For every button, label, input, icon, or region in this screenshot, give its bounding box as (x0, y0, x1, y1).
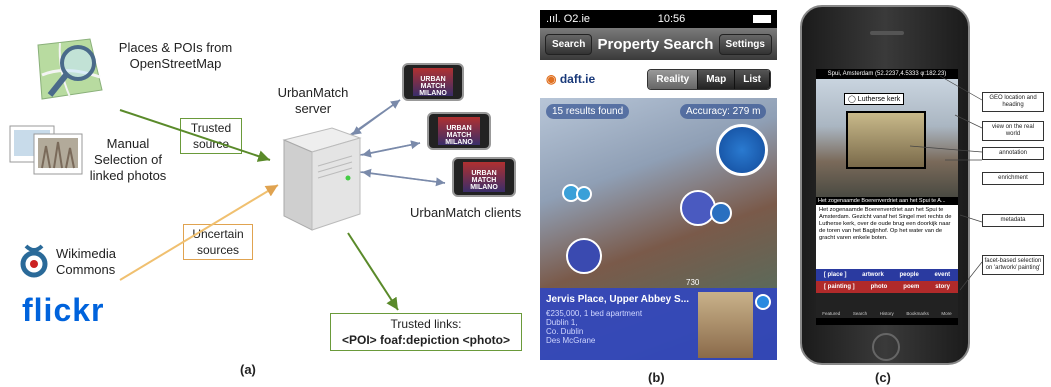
view-segmented-control: Reality Map List (647, 68, 771, 90)
listing-agent: Des McGrane (546, 336, 596, 345)
tab-bar: Featured Search History Bookmarks More (816, 293, 958, 318)
callout-real-world: view on the real world (982, 121, 1044, 141)
clock: 10:56 (657, 13, 686, 25)
tab-history[interactable]: History (879, 311, 894, 316)
results-count-badge: 15 results found (546, 104, 630, 119)
caption-b: (b) (648, 370, 665, 385)
listing-card[interactable]: Jervis Place, Upper Abbey S... €235,000,… (540, 278, 777, 360)
callout-geo-location: GEO location and heading (982, 92, 1044, 112)
callout-annotation: annotation (982, 147, 1044, 160)
speaker-grille (870, 31, 904, 35)
daft-logo-text: daft.ie (559, 72, 596, 86)
flickr-logo: flickr (22, 292, 104, 329)
facet-poem[interactable]: poem (903, 284, 920, 290)
facet-story[interactable]: story (935, 284, 950, 290)
annotation-label-icon: ◯ (848, 96, 856, 103)
property-marker[interactable] (680, 190, 716, 226)
daft-logo: ◉ daft.ie (546, 72, 595, 86)
carrier-label: .ııl. O2.ie (546, 13, 591, 25)
count-label: 730 (686, 278, 700, 287)
server-icon (282, 127, 362, 231)
panel-a-arrows (119, 99, 446, 311)
property-marker[interactable] (710, 202, 732, 224)
metadata-title: Het zogenaamde Boerenverdriet aan het Sp… (816, 197, 958, 205)
status-bar: .ııl. O2.ie 10:56 (540, 10, 777, 28)
server-label: UrbanMatch server (277, 85, 349, 116)
listing-thumbnail (698, 292, 753, 358)
metadata-body: Het zogenaamde Boerenverdriet aan het Sp… (816, 205, 958, 269)
tab-bookmarks[interactable]: Bookmarks (906, 311, 929, 316)
listing-price: €235,000, 1 bed apartment (546, 309, 643, 318)
home-button[interactable] (872, 333, 900, 361)
geo-header: Spui, Amsterdam (52.2237,4.5333 φ:182.23… (816, 69, 958, 79)
nav-bar: Search Property Search Settings (540, 28, 777, 60)
photos-icon (9, 125, 83, 175)
listing-area: Dublin 1, (546, 318, 578, 327)
tab-search[interactable]: Search (852, 311, 868, 316)
phone-screen-sub: MILANO (470, 184, 498, 191)
flickr-logo-text: flickr (22, 292, 105, 328)
manual-selection-label: Manual Selection of linked photos (89, 136, 167, 183)
phone-screen-title: URBAN MATCH (446, 125, 472, 139)
phone-screen-title: URBAN MATCH (471, 170, 497, 184)
facet-row-2: [ painting ] photo poem story (816, 281, 958, 293)
tab-reality[interactable]: Reality (648, 69, 699, 89)
listing-county: Co. Dublin (546, 327, 584, 336)
facet-photo[interactable]: photo (870, 284, 888, 290)
callout-facet-selection: facet-based selection on 'artwork/ paint… (982, 255, 1044, 275)
facet-place[interactable]: [ place ] (823, 272, 847, 278)
enrichment-painting[interactable] (846, 111, 926, 169)
panel-c-iphone: Spui, Amsterdam (52.2237,4.5333 φ:182.23… (800, 5, 970, 365)
trusted-links-box: Trusted links: <POI> foaf:depiction <pho… (330, 313, 522, 351)
annotation-label[interactable]: ◯ Lutherse kerk (844, 93, 905, 105)
callout-lines (909, 75, 983, 291)
wikimedia-commons-icon (20, 244, 48, 278)
property-marker[interactable] (566, 238, 602, 274)
tab-map[interactable]: Map (698, 69, 736, 89)
facet-people[interactable]: people (899, 272, 919, 278)
callout-metadata: metadata (982, 214, 1044, 227)
share-icon[interactable] (755, 294, 771, 310)
phone-screen-title: URBAN MATCH (420, 76, 446, 90)
daft-logo-icon: ◉ (546, 72, 557, 86)
phone-screen-sub: MILANO (419, 90, 447, 97)
osm-label: Places & POIs from OpenStreetMap (118, 40, 233, 71)
radar-icon[interactable] (716, 124, 768, 176)
phone-screen: Spui, Amsterdam (52.2237,4.5333 φ:182.23… (816, 69, 958, 325)
trusted-links-title: Trusted links: (390, 317, 462, 331)
settings-button[interactable]: Settings (718, 33, 772, 55)
property-marker[interactable] (576, 186, 592, 202)
tab-more[interactable]: More (941, 311, 952, 316)
sub-bar: ◉ daft.ie Reality Map List (540, 60, 777, 98)
listing-title: Jervis Place, Upper Abbey S... (546, 294, 690, 305)
facet-artwork[interactable]: artwork (862, 272, 884, 278)
clients-label: UrbanMatch clients (410, 205, 522, 220)
annotation-label-text: Lutherse kerk (857, 96, 901, 103)
caption-a: (a) (240, 362, 256, 377)
trusted-links-formula: <POI> foaf:depiction <photo> (341, 333, 510, 347)
accuracy-badge: Accuracy: 279 m (680, 104, 767, 119)
battery-icon (753, 15, 771, 23)
callout-enrichment: enrichment (982, 172, 1044, 185)
caption-c: (c) (875, 370, 891, 385)
wikimedia-label: Wikimedia Commons (56, 246, 116, 277)
page-title: Property Search (597, 35, 714, 53)
uncertain-sources-box: Uncertain sources (183, 224, 253, 260)
real-world-view: ◯ Lutherse kerk (816, 79, 958, 197)
camera-view: 15 results found Accuracy: 279 m Jervis … (540, 98, 777, 360)
tab-list[interactable]: List (735, 69, 770, 89)
facet-row-1: [ place ] artwork people event (816, 269, 958, 281)
tab-featured[interactable]: Featured (822, 311, 841, 316)
search-button[interactable]: Search (545, 33, 593, 55)
facet-painting[interactable]: [ painting ] (823, 284, 855, 290)
phone-screen-sub: MILANO (445, 139, 473, 146)
openstreetmap-icon (37, 38, 103, 100)
facet-event[interactable]: event (934, 272, 951, 278)
panel-b-phone-screen: .ııl. O2.ie 10:56 Search Property Search… (540, 10, 777, 360)
